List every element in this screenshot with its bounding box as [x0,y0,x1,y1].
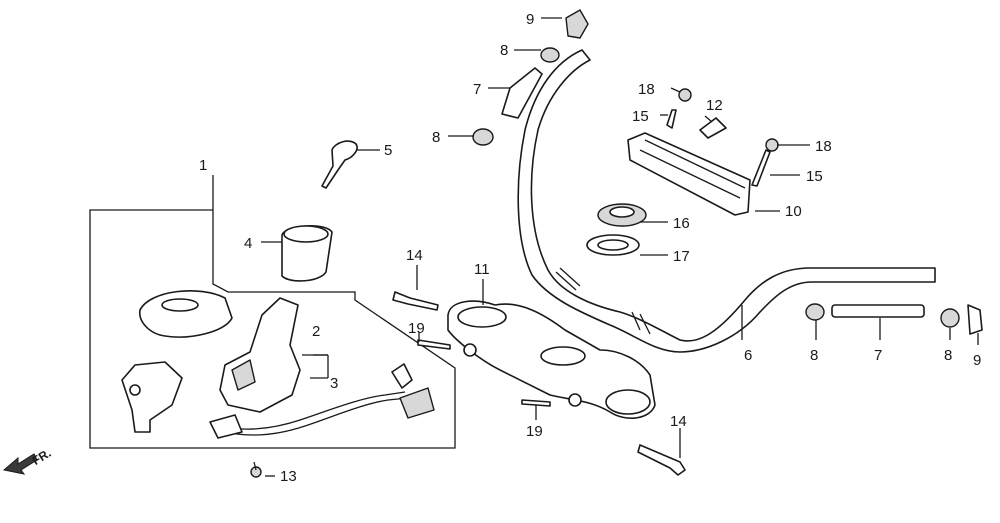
callout-19-upper: 19 [408,320,425,337]
callout-3: 3 [330,375,338,392]
screw-left [666,88,692,129]
screw-right [751,138,779,187]
callout-11: 11 [474,261,490,278]
front-direction-indicator: FR. [2,446,54,475]
screw-13 [250,461,262,478]
callout-14-lower: 14 [670,413,687,430]
callout-6: 6 [744,347,752,364]
callout-5: 5 [384,142,392,159]
callout-numbers: 1 2 3 4 5 6 7 7 8 8 8 8 9 9 10 11 12 13 … [199,11,981,485]
balancer-right [805,303,983,335]
callout-9-top: 9 [526,11,534,28]
callout-18-right: 18 [815,138,832,155]
callout-12: 12 [706,97,723,114]
callout-4: 4 [244,235,252,252]
callout-14-upper: 14 [406,247,423,264]
callout-10: 10 [785,203,802,220]
callout-16: 16 [673,215,690,232]
pin-upper [417,339,451,350]
callout-2: 2 [312,323,320,340]
top-bridge [447,300,656,419]
balancer-left [472,9,589,146]
steering-lock [121,361,183,433]
callout-18-left: 18 [638,81,655,98]
bolt-lower [637,444,686,476]
callout-8-right-a: 8 [810,347,818,364]
callout-15-right: 15 [806,168,823,185]
callout-8-top: 8 [500,42,508,59]
callout-7-right: 7 [874,347,882,364]
steering-stem-nut [597,203,647,227]
ignition-switch [209,297,435,439]
switch-cover [281,225,333,282]
leader-lines [261,17,979,477]
callout-7-left: 7 [473,81,481,98]
callout-15-left: 15 [632,108,649,125]
handlebar [517,49,936,353]
assembly-1-frame [89,175,456,449]
front-arrow-icon [2,453,38,475]
front-label: FR. [30,446,54,468]
plate-12 [699,117,727,139]
handlebar-holder [627,132,751,216]
callout-17: 17 [673,248,690,265]
callout-13: 13 [280,468,297,485]
switch-base-cover [139,290,233,338]
bolt-upper [392,291,439,311]
callout-1: 1 [199,157,207,174]
washer [586,234,640,256]
key [321,140,358,189]
callout-19-lower: 19 [526,423,543,440]
pin-lower [521,399,551,407]
callout-8-right-b: 8 [944,347,952,364]
callout-9-right: 9 [973,352,981,369]
callout-8-left: 8 [432,129,440,146]
